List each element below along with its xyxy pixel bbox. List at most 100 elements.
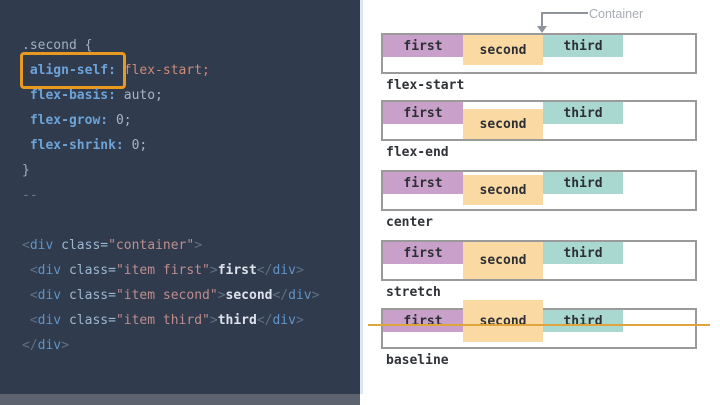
flex-item-third: third xyxy=(543,310,623,332)
code-token xyxy=(124,138,132,153)
flex-item-second: second xyxy=(463,242,543,279)
code-token: flex-basis: xyxy=(29,88,116,103)
flex-item-second: second xyxy=(463,300,543,342)
code-token: > xyxy=(311,288,320,303)
container-label: Container xyxy=(589,7,644,21)
code-token: class= xyxy=(61,238,109,253)
code-token: 0; xyxy=(115,113,132,128)
code-token: 0; xyxy=(131,138,148,153)
code-token xyxy=(22,313,30,328)
code-token: </ xyxy=(272,288,289,303)
code-token: > xyxy=(209,263,218,278)
code-line xyxy=(0,208,360,233)
code-lines: .second { align-self: flex-start; flex-b… xyxy=(0,33,360,358)
flex-item-third: third xyxy=(543,35,623,57)
code-line: .second { xyxy=(0,33,360,58)
code-token: } xyxy=(22,163,30,178)
code-editor-panel: .second { align-self: flex-start; flex-b… xyxy=(0,0,360,394)
row-label-stretch: stretch xyxy=(386,285,441,300)
code-token: div xyxy=(272,313,296,328)
code-token: </ xyxy=(22,338,38,353)
code-token: </ xyxy=(256,313,273,328)
code-token: div xyxy=(37,263,62,278)
code-token: "item first" xyxy=(115,263,210,278)
code-token xyxy=(61,288,69,303)
code-token: div xyxy=(288,288,312,303)
code-line: <div class="item third">third</div> xyxy=(0,308,360,333)
flex-item-first: first xyxy=(383,242,463,264)
code-token: < xyxy=(22,238,30,253)
container-pointer-arrow xyxy=(537,12,588,33)
code-line: </div> xyxy=(0,333,360,358)
panel-footer-bar xyxy=(0,394,360,405)
flex-item-first: first xyxy=(383,310,463,332)
code-token: -- xyxy=(22,188,38,203)
code-token: auto; xyxy=(123,88,163,103)
code-token xyxy=(22,113,30,128)
code-token: class= xyxy=(68,288,116,303)
row-label-flex-start: flex-start xyxy=(386,78,465,93)
code-token: flex-grow: xyxy=(29,113,109,128)
code-token: first xyxy=(217,263,257,278)
flex-item-third: third xyxy=(543,172,623,194)
highlighted-token: align-self: xyxy=(19,52,126,89)
code-token: flex-shrink: xyxy=(29,138,124,153)
baseline-indicator-line xyxy=(368,324,710,326)
code-token: div xyxy=(37,288,62,303)
code-token xyxy=(22,138,30,153)
code-token: > xyxy=(209,313,218,328)
row-label-baseline: baseline xyxy=(386,353,449,368)
code-token xyxy=(116,88,124,103)
code-token: second xyxy=(225,288,273,303)
flex-item-first: first xyxy=(383,172,463,194)
code-token: div xyxy=(37,338,62,353)
row-label-flex-end: flex-end xyxy=(386,145,449,160)
code-token: third xyxy=(217,313,257,328)
code-token: > xyxy=(61,338,69,353)
code-token: > xyxy=(295,263,304,278)
code-token xyxy=(22,288,30,303)
code-token: "container" xyxy=(108,238,195,253)
code-line: <div class="container"> xyxy=(0,233,360,258)
code-token: < xyxy=(29,263,38,278)
code-token: > xyxy=(295,313,304,328)
code-token: class= xyxy=(68,263,116,278)
code-token xyxy=(116,63,124,78)
flex-item-third: third xyxy=(543,102,623,124)
code-line: <div class="item first">first</div> xyxy=(0,258,360,283)
code-line: <div class="item second">second</div> xyxy=(0,283,360,308)
flex-item-first: first xyxy=(383,102,463,124)
flex-item-second: second xyxy=(463,175,543,205)
code-token: class= xyxy=(68,313,116,328)
flex-item-second: second xyxy=(463,109,543,139)
code-token: > xyxy=(194,238,203,253)
code-line: align-self: flex-start; xyxy=(0,52,360,89)
code-line: } xyxy=(0,158,360,183)
code-token: flex-start; xyxy=(123,63,210,78)
code-token: "item third" xyxy=(115,313,210,328)
code-token: .second { xyxy=(22,38,93,53)
code-token xyxy=(61,313,69,328)
flex-item-third: third xyxy=(543,242,623,264)
code-token: > xyxy=(217,288,226,303)
code-token: div xyxy=(272,263,296,278)
code-token xyxy=(22,263,30,278)
flex-item-second: second xyxy=(463,35,543,65)
code-line: -- xyxy=(0,183,360,208)
row-label-center: center xyxy=(386,215,433,230)
code-line: flex-shrink: 0; xyxy=(0,133,360,158)
code-line: flex-grow: 0; xyxy=(0,108,360,133)
panel-edge-strip xyxy=(360,0,363,394)
code-token: < xyxy=(29,288,38,303)
code-token: </ xyxy=(256,263,273,278)
code-token xyxy=(61,263,69,278)
code-token xyxy=(53,238,61,253)
code-line: flex-basis: auto; xyxy=(0,83,360,108)
code-token: < xyxy=(29,313,38,328)
